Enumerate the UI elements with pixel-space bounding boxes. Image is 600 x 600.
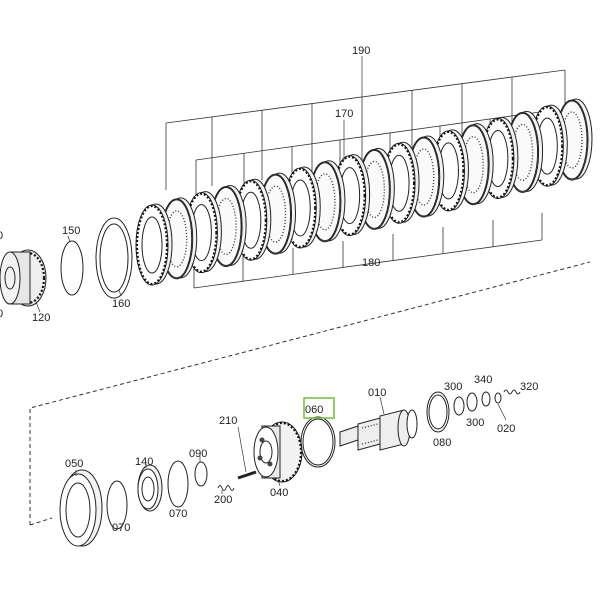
plate-inner-teeth xyxy=(413,148,435,206)
plate-inner-rim xyxy=(141,216,163,274)
selected-callout-060-highlight[interactable] xyxy=(303,397,335,419)
callout-320[interactable]: 320 xyxy=(520,381,538,393)
lower-dashed-frame xyxy=(29,261,591,526)
part-320-spring xyxy=(503,389,521,395)
plate-inner-teeth xyxy=(561,111,583,169)
callout-070-right[interactable]: 070 xyxy=(169,508,187,520)
callout-160[interactable]: 160 xyxy=(112,298,130,310)
callout-120[interactable]: 120 xyxy=(32,312,50,324)
part-160-ring xyxy=(95,217,133,299)
part-200-spring xyxy=(217,485,235,494)
callout-300-top[interactable]: 300 xyxy=(444,381,462,393)
part-060-o-ring xyxy=(300,416,336,468)
part-080-seal xyxy=(426,391,450,433)
part-140-bearing xyxy=(137,464,163,512)
part-340-ring xyxy=(481,391,491,407)
part-050-piston xyxy=(59,469,103,547)
part-210-pin xyxy=(237,426,257,480)
part-120-hub xyxy=(0,249,47,313)
part-040-carrier xyxy=(253,421,303,487)
part-070-seal-a xyxy=(106,480,128,530)
callout-left-bottom-cut[interactable]: 0 xyxy=(0,308,3,320)
callout-070-left[interactable]: 070 xyxy=(112,522,130,534)
callout-210[interactable]: 210 xyxy=(219,415,237,427)
plate-inner-teeth xyxy=(314,173,336,231)
plate-inner-teeth xyxy=(363,160,386,219)
callout-340[interactable]: 340 xyxy=(474,374,492,386)
plate-inner-teeth xyxy=(462,136,484,194)
part-150-snap-ring xyxy=(60,235,84,296)
plate-inner-teeth xyxy=(264,185,287,243)
callout-labels: 190 170 180 150 160 120 0 0 010 060 300 … xyxy=(0,45,538,534)
callout-010[interactable]: 010 xyxy=(368,387,386,399)
callout-300-bottom[interactable]: 300 xyxy=(466,417,484,429)
callout-090[interactable]: 090 xyxy=(189,448,207,460)
callout-140[interactable]: 140 xyxy=(135,456,153,468)
plate-inner-teeth xyxy=(511,123,534,182)
callout-180[interactable]: 180 xyxy=(362,257,380,269)
callout-170[interactable]: 170 xyxy=(335,108,353,120)
callout-left-top-cut[interactable]: 0 xyxy=(0,230,3,242)
callout-020[interactable]: 020 xyxy=(497,423,515,435)
callout-040[interactable]: 040 xyxy=(270,487,288,499)
callout-150[interactable]: 150 xyxy=(62,225,80,237)
callout-080[interactable]: 080 xyxy=(433,437,451,449)
clutch-plate-stack xyxy=(135,98,593,286)
part-090-ring xyxy=(194,456,208,487)
callout-060[interactable]: 060 xyxy=(305,404,323,416)
part-070-seal-b xyxy=(167,460,189,508)
part-010-shaft xyxy=(339,396,418,451)
plate-inner-teeth xyxy=(215,197,237,256)
callout-200[interactable]: 200 xyxy=(214,494,232,506)
part-020-ring xyxy=(494,392,507,421)
plate-outer-teeth xyxy=(135,204,169,286)
callout-190[interactable]: 190 xyxy=(352,45,370,57)
callout-050[interactable]: 050 xyxy=(65,458,83,470)
part-300-rings xyxy=(453,392,478,416)
friction-plate xyxy=(135,203,173,286)
